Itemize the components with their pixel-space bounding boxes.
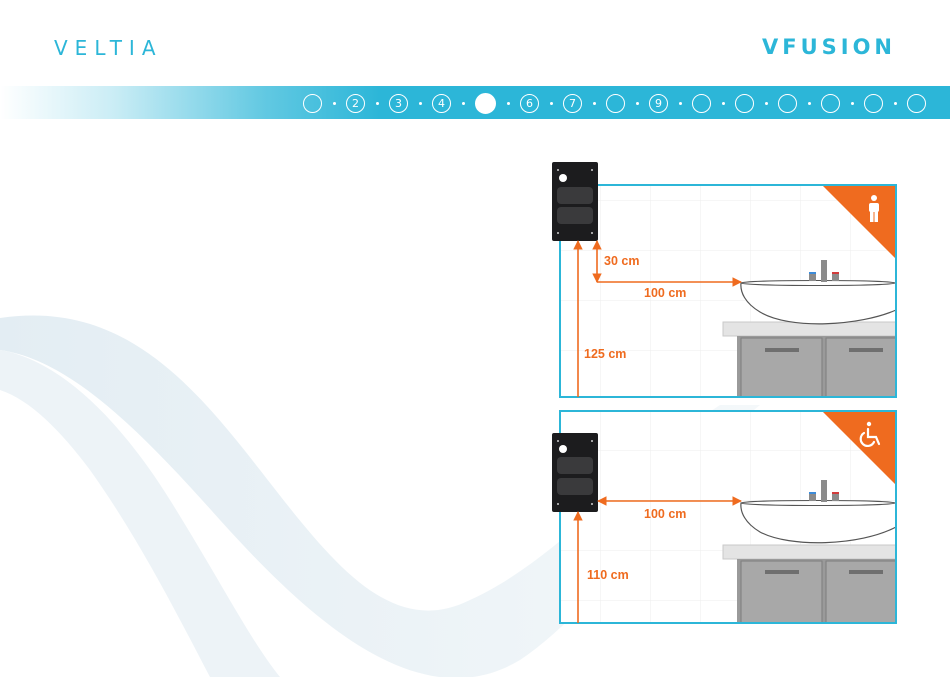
panel-accessible: 100 cm 110 cm <box>552 411 896 623</box>
label-mount-height: 110 cm <box>587 568 629 582</box>
dispenser-device <box>552 433 598 512</box>
label-device-gap: 30 cm <box>604 254 639 268</box>
label-mount-height: 125 cm <box>584 347 626 361</box>
label-horizontal-distance: 100 cm <box>644 286 686 300</box>
label-horizontal-distance: 100 cm <box>644 507 686 521</box>
panel-standing: 30 cm 100 cm 125 cm <box>552 162 896 397</box>
dispenser-device <box>552 162 598 241</box>
